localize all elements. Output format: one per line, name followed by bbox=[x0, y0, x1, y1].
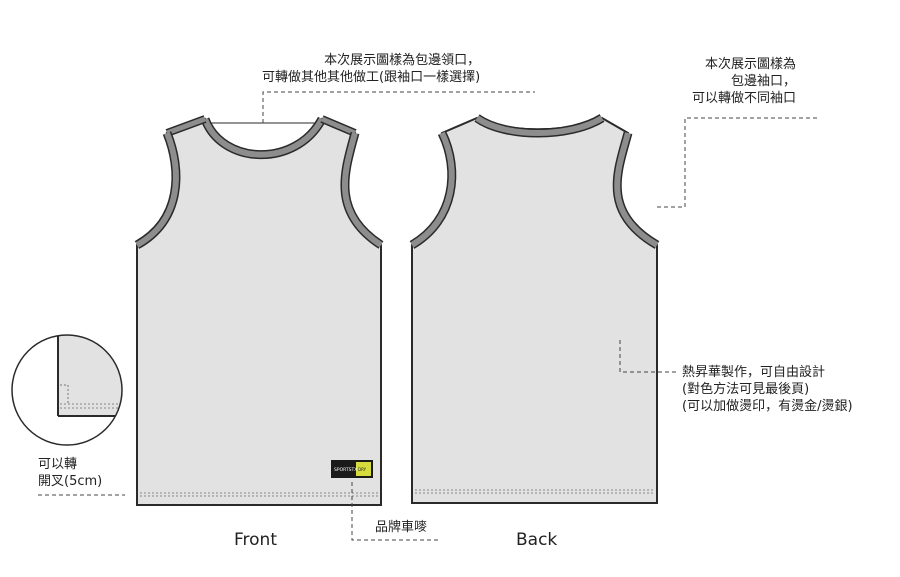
print-leader bbox=[619, 340, 678, 373]
collar-leader bbox=[262, 91, 535, 123]
print-note-line3: (可以加做燙印，有燙金/燙銀) bbox=[682, 399, 853, 414]
sleeve-leader bbox=[657, 117, 820, 208]
sleeve-note-line1: 本次展示圖樣為 bbox=[705, 57, 797, 72]
brand-tag: SPORTSTX DRY bbox=[331, 460, 373, 478]
collar-note-line2: 可轉做其他其他做工(跟袖口一樣選擇) bbox=[262, 70, 481, 85]
back-view bbox=[409, 114, 660, 504]
slit-detail-circle bbox=[11, 334, 123, 446]
front-view-label: Front bbox=[234, 530, 277, 550]
collar-note-line1: 本次展示圖樣為包邊領口， bbox=[324, 53, 481, 68]
sleeve-note-line2: 包邊袖口， bbox=[731, 74, 797, 89]
print-note-line2: (對色方法可見最後頁) bbox=[682, 382, 810, 397]
slit-note-line1: 可以轉 bbox=[38, 457, 78, 472]
print-note-line1: 熱昇華製作，可自由設計 bbox=[682, 365, 826, 380]
label-note: 品牌車嘜 bbox=[375, 520, 428, 535]
print-note: 熱昇華製作，可自由設計 (對色方法可見最後頁) (可以加做燙印，有燙金/燙銀) bbox=[682, 364, 853, 415]
sleeve-note: 本次展示圖樣為 包邊袖口， 可以轉做不同袖口 bbox=[692, 56, 796, 107]
collar-note: 本次展示圖樣為包邊領口， 可轉做其他其他做工(跟袖口一樣選擇) bbox=[262, 52, 480, 86]
leader-lines bbox=[38, 91, 820, 541]
label-leader bbox=[351, 482, 438, 541]
tag-sub-text: DRY bbox=[358, 467, 367, 472]
sleeve-note-line3: 可以轉做不同袖口 bbox=[692, 91, 797, 106]
slit-note: 可以轉 開叉(5cm) bbox=[38, 456, 102, 490]
slit-note-line2: 開叉(5cm) bbox=[38, 474, 103, 489]
front-view: SPORTSTX DRY bbox=[134, 115, 384, 506]
tag-brand-text: SPORTSTX bbox=[334, 467, 357, 473]
back-view-label: Back bbox=[516, 530, 558, 550]
